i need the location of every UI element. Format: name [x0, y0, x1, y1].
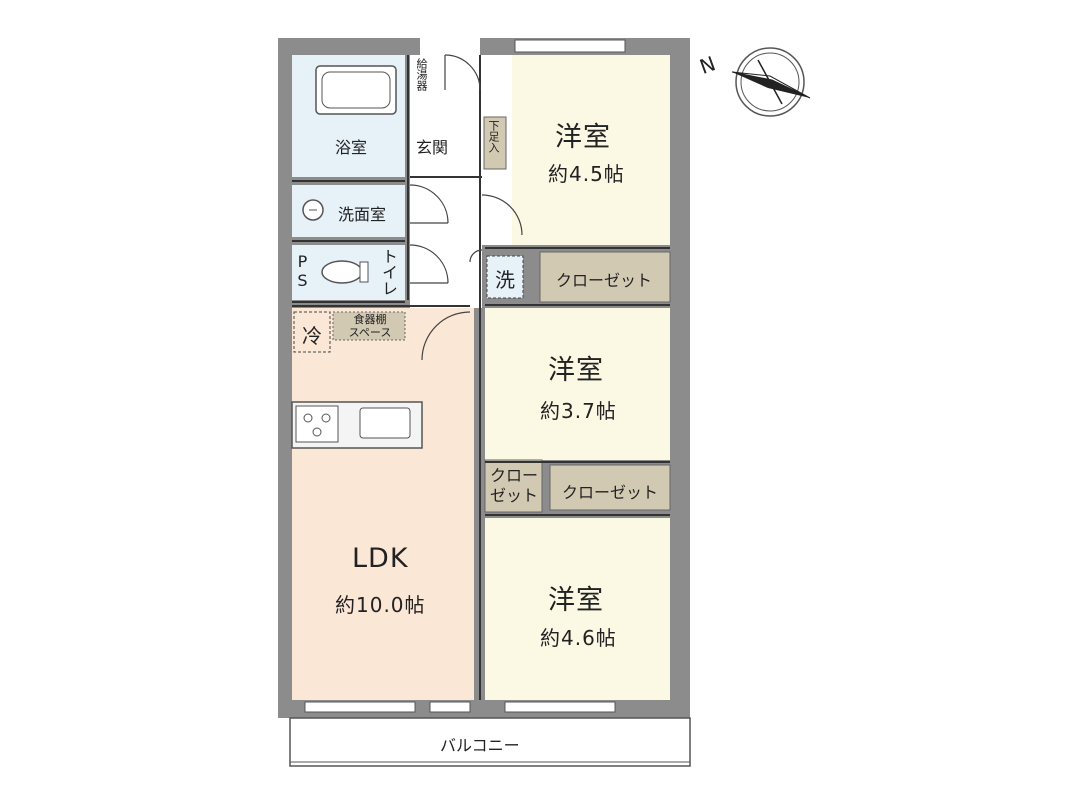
bathtub — [315, 65, 397, 115]
room-north-area: 約4.5帖 — [548, 162, 625, 186]
washroom-label: 洗面室 — [338, 205, 387, 224]
ldk-label: LDK — [352, 543, 409, 574]
shoe-storage-label: 下足入 — [487, 120, 500, 153]
bathroom-label: 浴室 — [335, 138, 368, 157]
fridge-label: 冷 — [302, 324, 323, 348]
room-north-fill — [512, 55, 670, 245]
room-middle-label: 洋室 — [548, 355, 604, 386]
room-south-area: 約4.6帖 — [540, 626, 617, 650]
room-north-label: 洋室 — [555, 122, 611, 153]
hall-fill — [410, 177, 482, 308]
cupboard-label: 食器棚 スペース — [348, 313, 392, 339]
shoe-storage-fill — [483, 116, 507, 170]
room-south-fill — [485, 518, 670, 700]
compass-icon — [731, 47, 811, 117]
washer-space — [486, 255, 524, 299]
ldk-fill — [292, 308, 474, 700]
toilet-bowl — [321, 260, 363, 284]
balcony-label: バルコニー — [440, 736, 520, 755]
fridge-space — [293, 311, 331, 353]
ldk-area: 約10.0帖 — [335, 593, 426, 617]
room-south-label: 洋室 — [548, 585, 604, 616]
washer-label: 洗 — [495, 268, 516, 292]
entrance-fill — [410, 55, 482, 177]
closet-small-label: クロー ゼット — [489, 466, 538, 505]
toilet-label: トイレ — [379, 248, 398, 296]
cupboard-fill — [332, 311, 406, 341]
entrance-label: 玄関 — [416, 138, 449, 157]
balcony-area — [289, 717, 691, 767]
notch-top — [420, 30, 480, 55]
room-middle-area: 約3.7帖 — [540, 399, 617, 423]
closet-north-label: クローゼット — [556, 271, 653, 290]
closet-middle-fill — [549, 464, 671, 511]
water-heater-label: 給湯器 — [415, 58, 428, 91]
closet-north-fill — [539, 251, 671, 303]
pipe-space-label: PS — [293, 252, 312, 290]
closet-small-fill — [484, 459, 543, 513]
room-middle-fill — [485, 308, 670, 460]
closet-middle-label: クローゼット — [562, 483, 659, 502]
